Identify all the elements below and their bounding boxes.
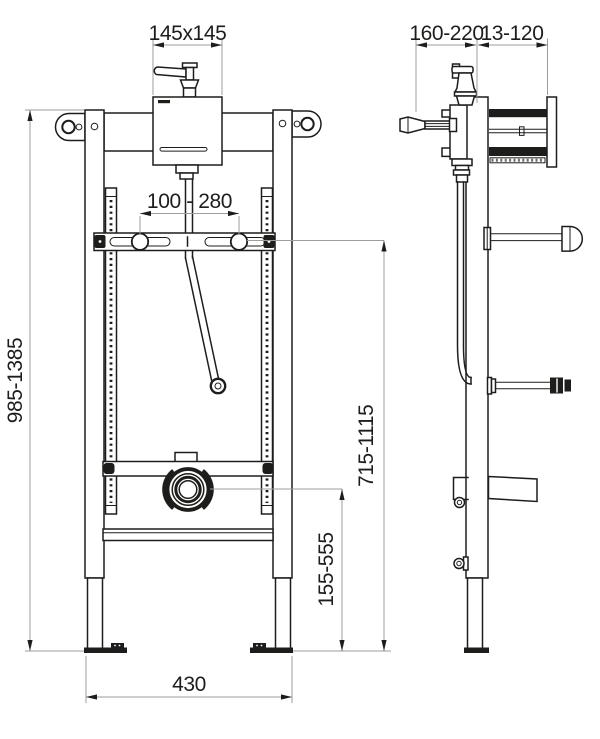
frame-column-left [84, 109, 105, 579]
valve-housing [152, 96, 223, 166]
lower-fixing-bolt [453, 556, 469, 571]
inner-rail-right [260, 187, 274, 515]
front-view [54, 62, 322, 653]
inner-rail-left [104, 187, 118, 515]
drain-socket [162, 467, 214, 512]
dim-fixing-centers: 100 - 280 [139, 190, 240, 234]
dim-wall-clearance-label: 13-120 [481, 22, 544, 45]
keyhole-slot-icon [61, 119, 76, 135]
wall-struts [489, 109, 547, 164]
dim-wall-clearance: 13-120 [478, 22, 548, 95]
bracket-bolt [453, 496, 466, 509]
keyhole-slot-icon [300, 116, 315, 132]
dome-head-bolt [483, 225, 584, 252]
dim-mounting-depth: 160-220 [409, 22, 484, 112]
support-foot-left [84, 577, 127, 653]
support-foot-right [250, 577, 293, 653]
dimensions: 145x145 100 - 280 985-1385 71 [4, 22, 548, 703]
adjustable-fixing-rail [93, 232, 276, 252]
dome-nut [561, 225, 584, 252]
flush-valve-side [451, 63, 478, 183]
dim-drain-height: 155-555 [210, 488, 345, 651]
support-foot-side [464, 577, 489, 653]
outlet-nut [175, 164, 199, 174]
floor-bracket [111, 643, 124, 648]
fixing-bolt-left [130, 232, 150, 251]
side-column [465, 96, 489, 579]
flush-valve-box [152, 62, 223, 180]
dim-frame-width: 430 [85, 656, 293, 703]
valve-body [453, 72, 478, 93]
fixing-bolt-right [229, 232, 249, 251]
seal-strip [489, 157, 546, 164]
wall-anchor-right [291, 110, 322, 138]
drain-bracket-side [452, 475, 538, 509]
wall-strut-upper [489, 109, 547, 118]
foot-plate [250, 647, 293, 653]
dim-frame-height: 985-1385 [4, 109, 84, 652]
wall-strut-lower [489, 147, 547, 156]
valve-lever [153, 66, 187, 78]
base-crossmember [102, 528, 274, 542]
floor-bracket [253, 643, 266, 648]
flush-pipe-side [456, 181, 472, 385]
valve-nut [179, 79, 200, 89]
pipe-end [209, 377, 227, 395]
inlet-cone [399, 116, 426, 134]
dim-fixing-height-label: 715-1115 [355, 405, 378, 487]
dim-frame-width-label: 430 [172, 673, 206, 696]
column-hole [278, 119, 287, 128]
dim-fixing-centers-label: 100 - 280 [147, 190, 232, 213]
dim-valve-box-label: 145x145 [149, 22, 227, 45]
support-plate [487, 475, 538, 503]
housing-slot [159, 147, 208, 152]
side-view [399, 63, 584, 653]
dim-mounting-depth-label: 160-220 [409, 22, 483, 45]
drain-clamp-left [162, 469, 176, 510]
valve-lever [451, 65, 474, 74]
wall-anchor-left [54, 112, 86, 142]
foot-plate [84, 647, 127, 653]
dim-frame-height-label: 985-1385 [4, 338, 27, 424]
column-hole [90, 122, 99, 131]
rod-clamp [519, 126, 525, 136]
frame-column-right [272, 109, 293, 579]
dim-valve-box: 145x145 [149, 22, 227, 95]
foot-plate [464, 647, 489, 653]
dim-drain-height-label: 155-555 [315, 532, 338, 606]
water-inlet [399, 116, 458, 134]
threaded-anchor-bolt [486, 376, 571, 395]
flush-pipe-front [184, 178, 227, 395]
wall-mount-plate [546, 96, 558, 168]
dim-fixing-height: 715-1115 [247, 240, 391, 652]
